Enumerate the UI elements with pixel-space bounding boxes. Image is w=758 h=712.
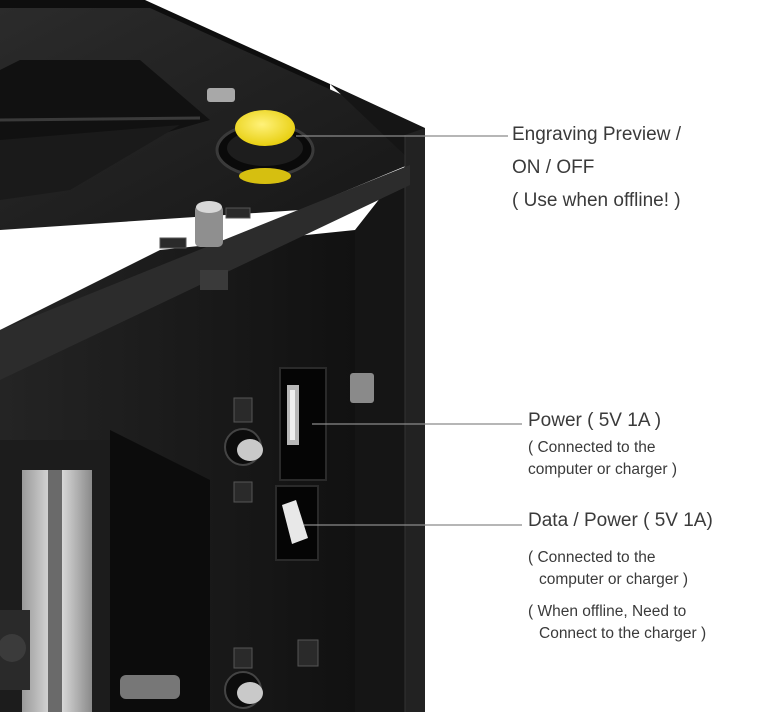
- data-power-line-4: Connect to the charger ): [539, 625, 707, 642]
- frame-side: [330, 84, 425, 712]
- data-power-line-3: ( When offline, Need to: [528, 603, 687, 620]
- power-line-2: computer or charger ): [528, 461, 678, 478]
- preview-button-icon[interactable]: [215, 110, 315, 184]
- callout-data-power-port: Data / Power ( 5V 1A) ( Connected to the…: [528, 504, 713, 645]
- leader-lines: [296, 135, 522, 526]
- callout-preview-button: Engraving Preview / ON / OFF ( Use when …: [512, 118, 681, 217]
- data-power-title: Data / Power ( 5V 1A): [528, 510, 713, 531]
- screw-icon: [159, 88, 374, 403]
- frame-top: [0, 0, 420, 230]
- interior-mechanism: [0, 440, 180, 712]
- power-line-1: ( Connected to the: [528, 439, 656, 456]
- usb-port-icon[interactable]: [275, 485, 319, 561]
- preview-line-3: ( Use when offline! ): [512, 190, 681, 211]
- callout-power-port: Power ( 5V 1A ) ( Connected to the compu…: [528, 404, 677, 481]
- preview-line-2: ON / OFF: [512, 157, 595, 178]
- preview-line-1: Engraving Preview /: [512, 124, 681, 145]
- data-power-line-1: ( Connected to the: [528, 549, 656, 566]
- power-title: Power ( 5V 1A ): [528, 410, 662, 431]
- panel-screws: [224, 397, 319, 709]
- data-power-line-2: computer or charger ): [539, 571, 689, 588]
